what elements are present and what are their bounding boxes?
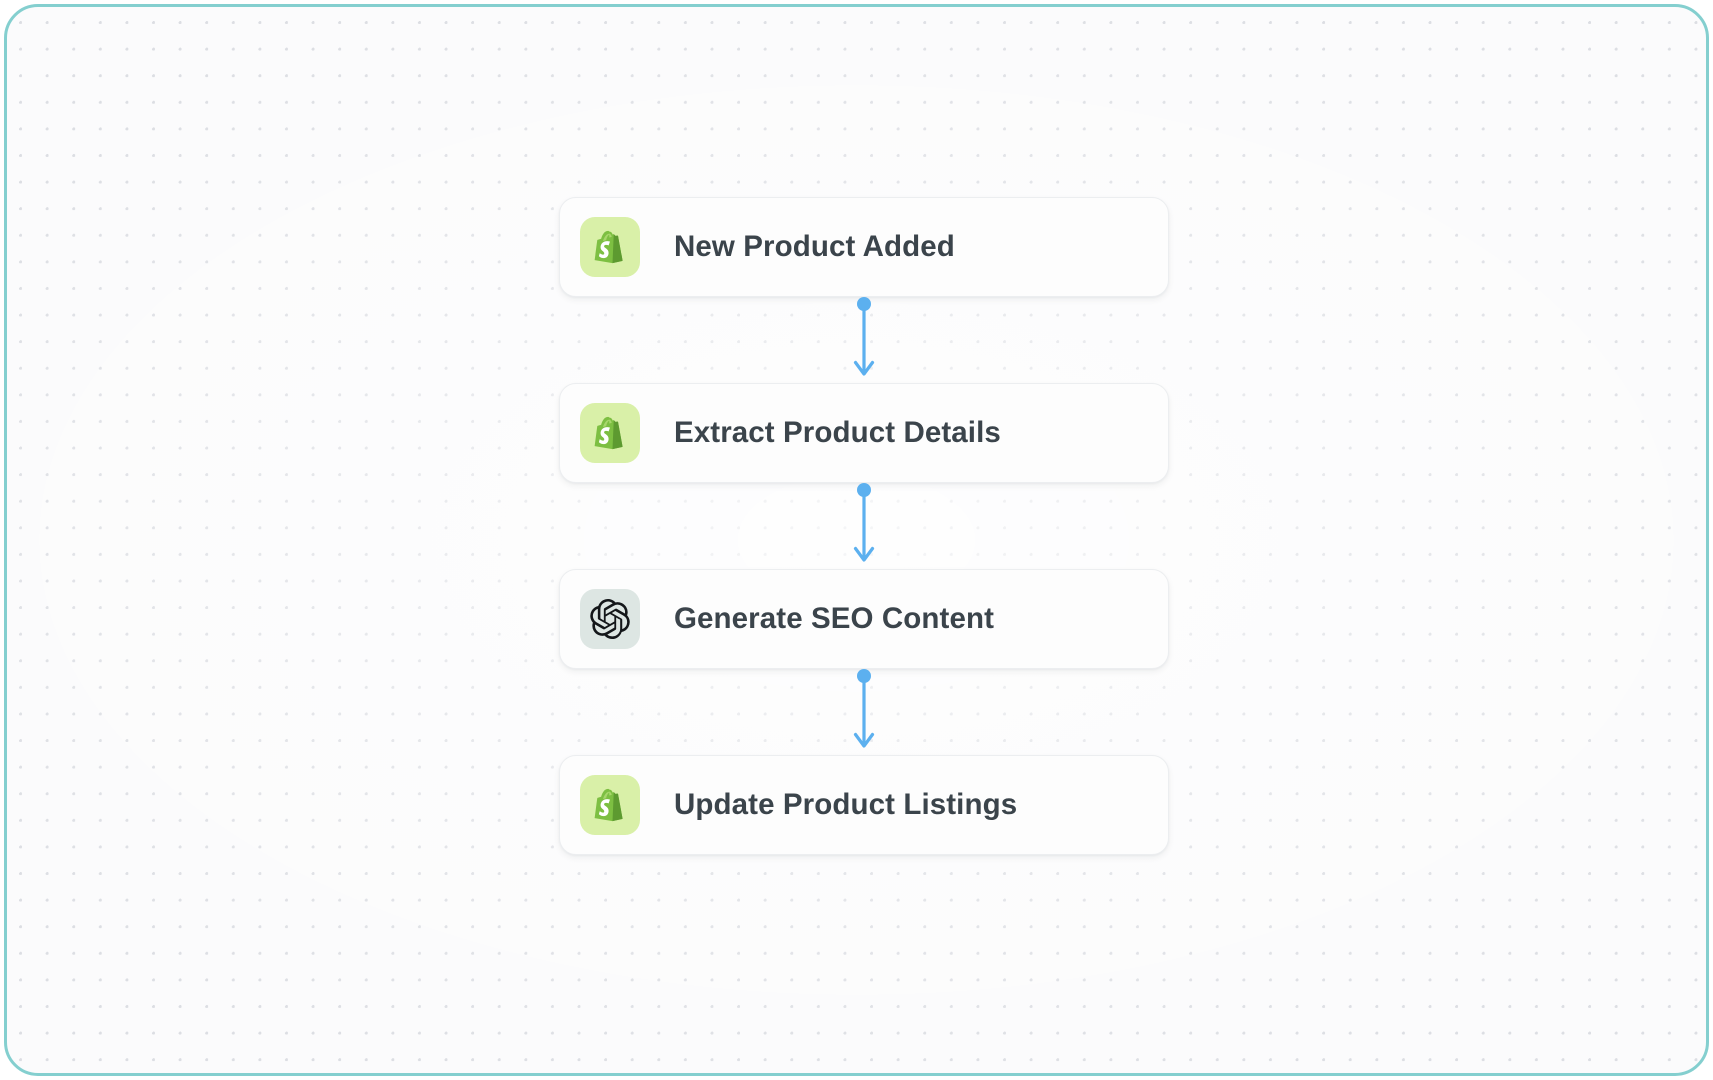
workflow-node[interactable]: Generate SEO Content [559,569,1169,669]
shopify-icon [580,217,640,277]
workflow-node[interactable]: New Product Added [559,197,1169,297]
workflow-node[interactable]: Update Product Listings [559,755,1169,855]
workflow-connector [559,297,1169,383]
workflow-connector [559,669,1169,755]
workflow-flow: New Product Added Extract Product [559,197,1169,855]
workflow-connector [559,483,1169,569]
workflow-node[interactable]: Extract Product Details [559,383,1169,483]
arrow-down-icon [853,546,875,562]
workflow-node-label: Generate SEO Content [674,602,995,635]
workflow-node-label: New Product Added [674,230,955,263]
arrow-down-icon [853,360,875,376]
workflow-node-label: Update Product Listings [674,788,1018,821]
shopify-icon [580,403,640,463]
workflow-node-label: Extract Product Details [674,416,1001,449]
shopify-icon [580,775,640,835]
arrow-down-icon [853,732,875,748]
openai-icon [580,589,640,649]
workflow-canvas[interactable]: New Product Added Extract Product [4,4,1709,1076]
